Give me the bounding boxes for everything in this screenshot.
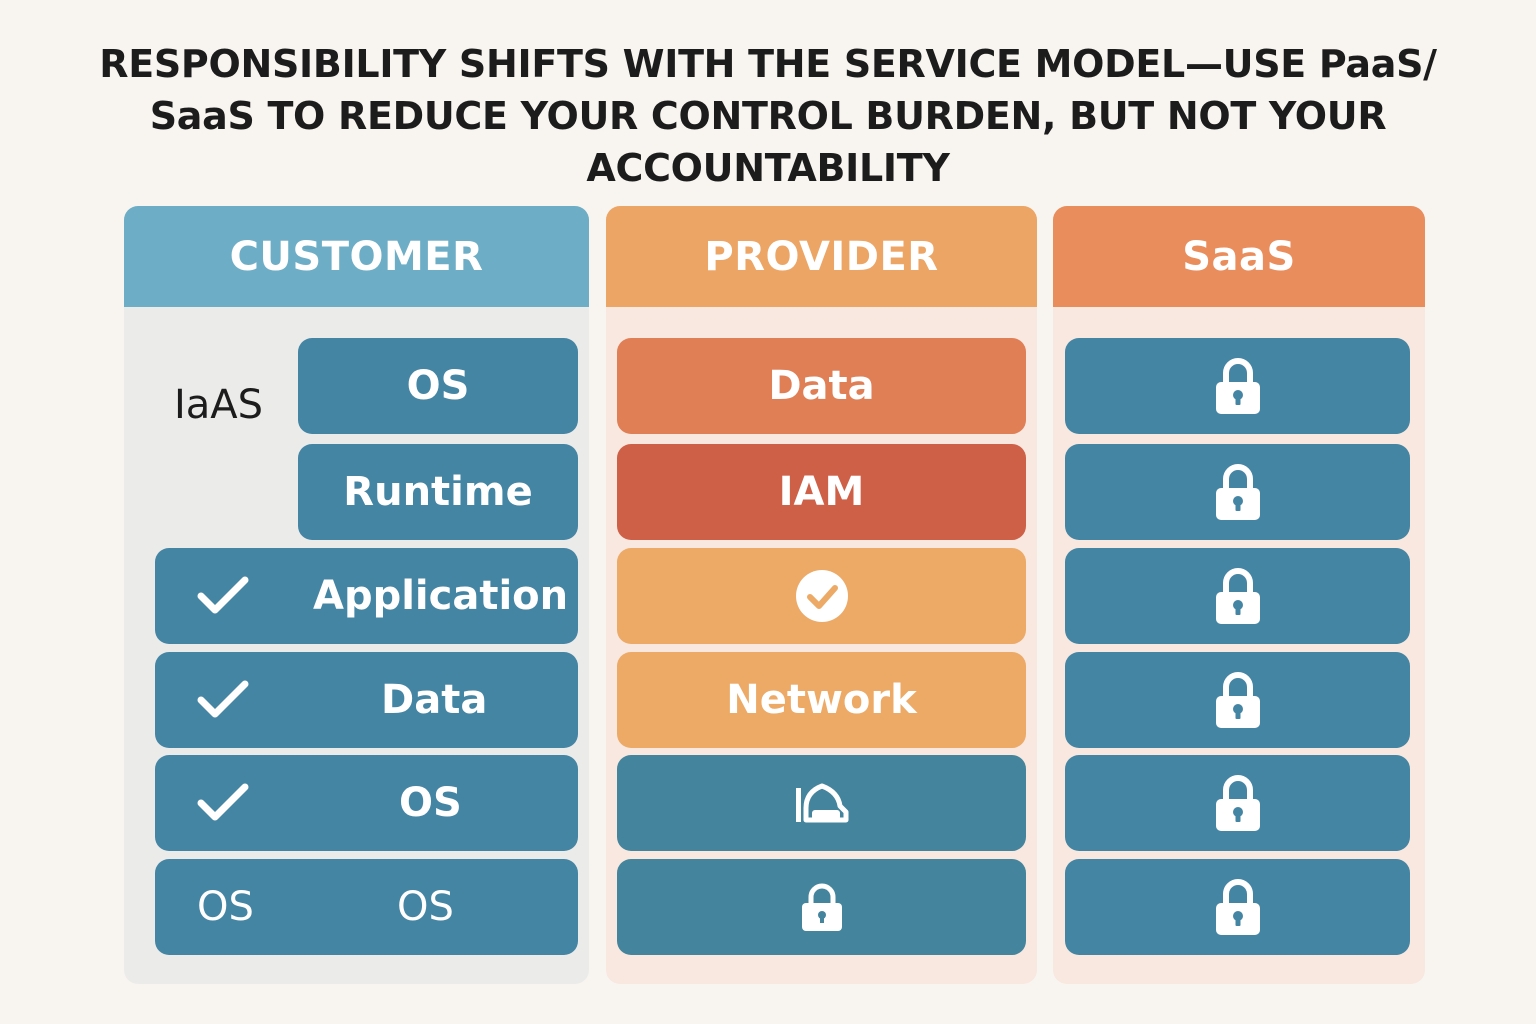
provider-row-cloud-lock: [617, 755, 1026, 851]
customer-row-application: Application: [155, 548, 578, 644]
check-icon: [195, 755, 251, 851]
saas-row: [1065, 548, 1410, 644]
provider-row-network: Network: [617, 652, 1026, 748]
lock-icon: [1215, 356, 1261, 416]
saas-row: [1065, 652, 1410, 748]
customer-row-label: Data: [381, 677, 488, 723]
check-icon: [195, 652, 251, 748]
customer-row-left-label: OS: [197, 884, 254, 930]
iaas-label: IaAS: [174, 382, 264, 428]
saas-row: [1065, 859, 1410, 955]
provider-row-data: Data: [617, 338, 1026, 434]
saas-row: [1065, 338, 1410, 434]
provider-row-label: Network: [726, 677, 917, 723]
saas-row: [1065, 444, 1410, 540]
lock-icon: [1215, 566, 1261, 626]
check-circle-icon: [794, 568, 850, 624]
lock-icon: [1215, 773, 1261, 833]
provider-row-check: [617, 548, 1026, 644]
lock-icon: [1215, 877, 1261, 937]
page-title: RESPONSIBILITY SHIFTS WITH THE SERVICE M…: [99, 42, 1437, 190]
customer-row-os: OS: [298, 338, 578, 434]
customer-row-label: OS: [397, 884, 454, 930]
lock-icon: [800, 881, 844, 933]
cloud-lock-icon: [794, 778, 850, 828]
provider-row-label: IAM: [778, 469, 865, 515]
customer-row-os-checked: OS: [155, 755, 578, 851]
customer-row-label: Application: [313, 573, 569, 619]
customer-row-runtime: Runtime: [298, 444, 578, 540]
lock-icon: [1215, 670, 1261, 730]
customer-row-label: OS: [406, 363, 470, 409]
provider-row-label: Data: [768, 363, 875, 409]
saas-header: SaaS: [1053, 206, 1425, 307]
customer-row-os-os: OS OS: [155, 859, 578, 955]
saas-row: [1065, 755, 1410, 851]
customer-row-label: OS: [399, 780, 462, 826]
lock-icon: [1215, 462, 1261, 522]
customer-header: CUSTOMER: [124, 206, 589, 307]
provider-row-lock: [617, 859, 1026, 955]
customer-row-label: Runtime: [343, 469, 533, 515]
provider-row-iam: IAM: [617, 444, 1026, 540]
provider-header: PROVIDER: [606, 206, 1037, 307]
customer-row-data: Data: [155, 652, 578, 748]
check-icon: [195, 548, 251, 644]
